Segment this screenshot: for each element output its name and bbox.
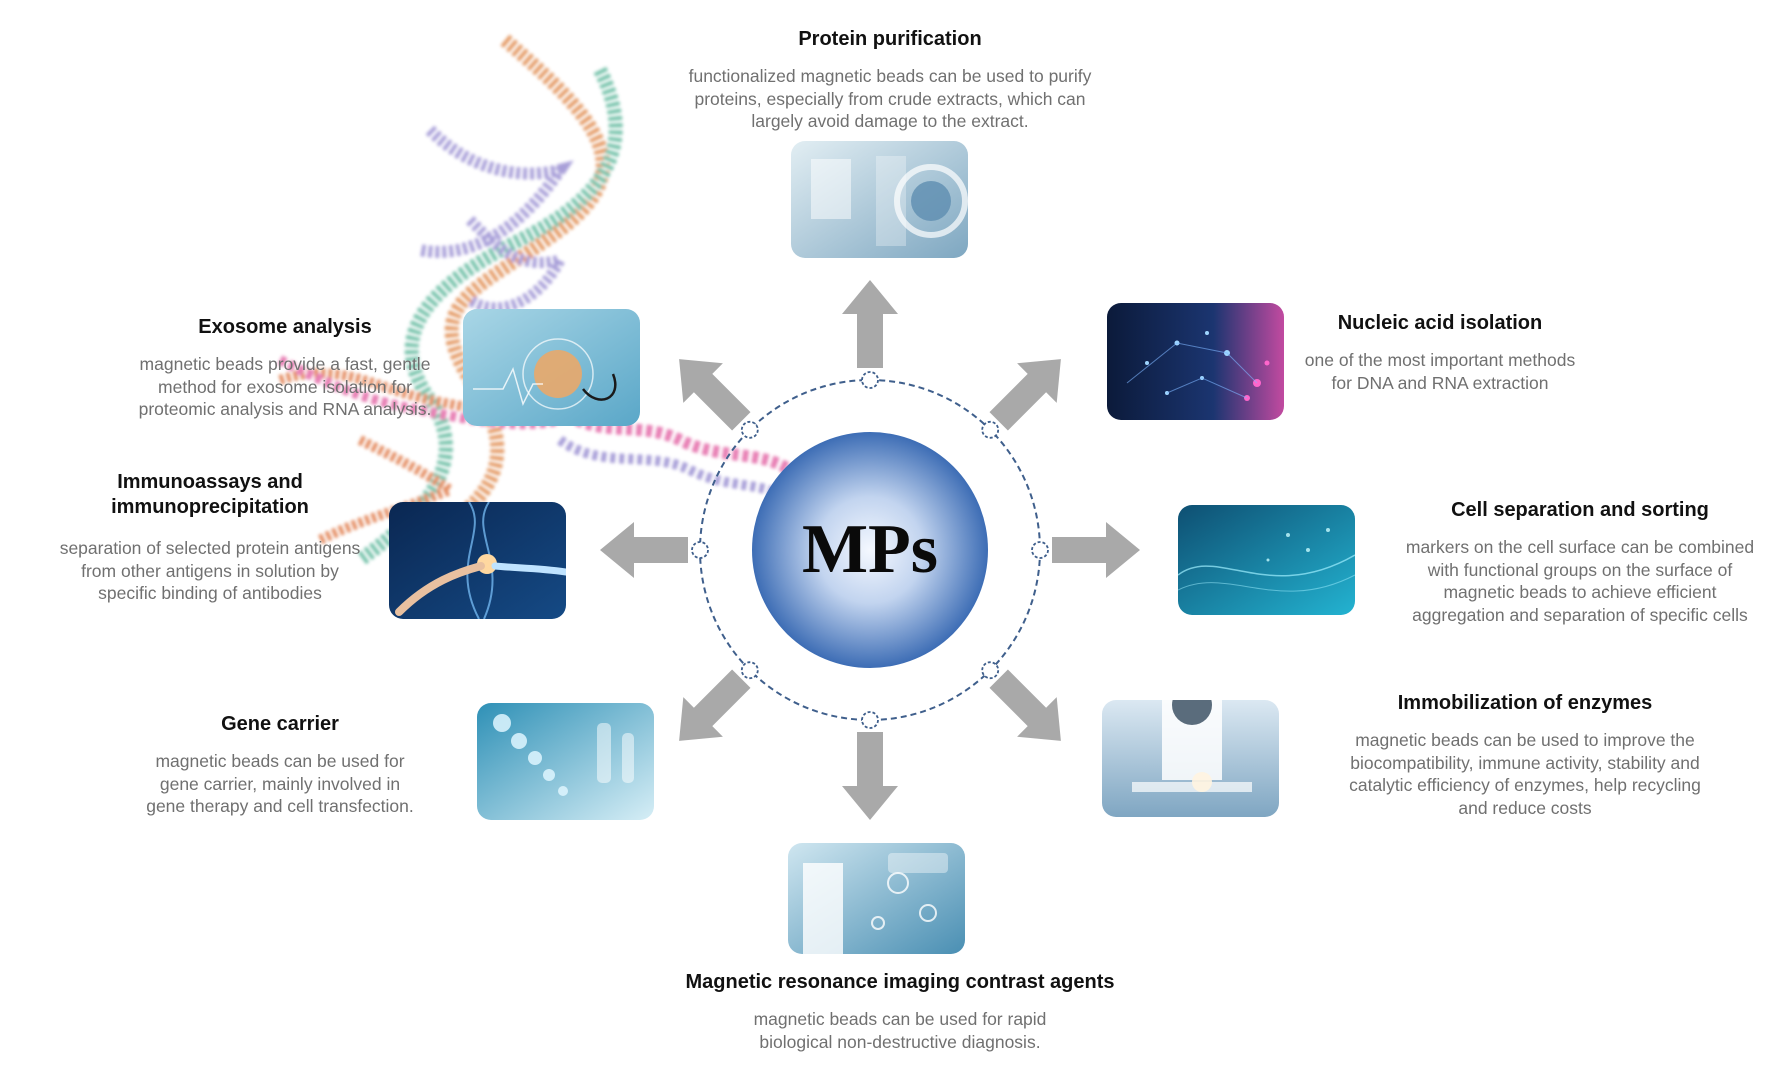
cell-separation-image <box>1178 505 1355 615</box>
center-sphere <box>752 432 988 668</box>
nucleic-acid-isolation-label: Nucleic acid isolation one of the most i… <box>1280 311 1600 394</box>
immunoassays-image <box>389 502 566 619</box>
cell-separation-description: markers on the cell surface can be combi… <box>1380 536 1780 626</box>
desc-line: proteins, especially from crude extracts… <box>694 88 1086 109</box>
desc-line: functionalized magnetic beads can be use… <box>688 66 1092 86</box>
desc-line: magnetic beads to achieve efficient <box>1443 582 1717 602</box>
desc-line: magnetic beads can be used for <box>155 751 405 771</box>
desc-line: catalytic efficiency of enzymes, help re… <box>1349 775 1701 795</box>
desc-line: specific binding of antibodies <box>98 583 322 603</box>
protein-purification-title: Protein purification <box>798 28 982 50</box>
arrow-to-protein-purification <box>842 280 898 368</box>
desc-line: gene carrier, mainly involved in <box>159 773 401 794</box>
gene-carrier-title: Gene carrier <box>221 713 339 735</box>
connector-dot-gene-carrier <box>740 661 759 680</box>
nucleic-acid-isolation-description: one of the most important methods for DN… <box>1280 349 1600 394</box>
center-label: MPs <box>801 511 939 588</box>
immunoassays-description: separation of selected protein antigens … <box>20 537 400 605</box>
immobilization-of-enzymes-image <box>1102 700 1279 817</box>
arrow-to-immunoassays <box>600 522 688 578</box>
desc-line: largely avoid damage to the extract. <box>751 111 1029 131</box>
arrow-group <box>600 280 1140 820</box>
immobilization-of-enzymes-title: Immobilization of enzymes <box>1397 692 1653 714</box>
arrow-to-nucleic-acid-isolation <box>989 359 1061 431</box>
exosome-analysis-title: Exosome analysis <box>198 316 372 338</box>
gene-carrier-label: Gene carrier magnetic beads can be used … <box>130 712 430 818</box>
cell-separation-title: Cell separation and sorting <box>1451 499 1709 521</box>
desc-line: proteomic analysis and RNA analysis. <box>138 399 432 419</box>
desc-line: biological non-destructive diagnosis. <box>759 1031 1041 1052</box>
protein-purification-description: functionalized magnetic beads can be use… <box>630 65 1150 133</box>
mri-contrast-agents-image <box>788 843 965 954</box>
desc-line: for DNA and RNA extraction <box>1331 372 1549 393</box>
connector-dot-protein-purification <box>861 371 879 389</box>
mri-contrast-agents-title: Magnetic resonance imaging contrast agen… <box>685 971 1115 993</box>
protein-purification-label: Protein purification functionalized magn… <box>630 27 1150 133</box>
connector-dot-immobilization-of-enzymes <box>981 661 1000 680</box>
nucleic-acid-isolation-title: Nucleic acid isolation <box>1337 312 1543 334</box>
exosome-analysis-label: Exosome analysis magnetic beads provide … <box>105 315 465 421</box>
desc-line: magnetic beads provide a fast, gentle <box>139 354 431 374</box>
protein-purification-image <box>791 141 968 258</box>
connector-group <box>691 371 1049 729</box>
desc-line: method for exosome isolation for <box>158 376 412 397</box>
dna-helix-strands <box>277 34 794 566</box>
immobilization-of-enzymes-label: Immobilization of enzymes magnetic beads… <box>1325 691 1725 819</box>
immunoassays-label: Immunoassays and immunoprecipitation <box>60 470 360 533</box>
desc-line: one of the most important methods <box>1304 350 1576 370</box>
exosome-analysis-description: magnetic beads provide a fast, gentle me… <box>105 353 465 421</box>
connector-dot-mri-contrast-agents <box>861 711 879 729</box>
immobilization-of-enzymes-description: magnetic beads can be used to improve th… <box>1325 729 1725 819</box>
connector-dot-nucleic-acid-isolation <box>981 420 1000 439</box>
desc-line: and reduce costs <box>1458 797 1592 818</box>
desc-line: gene therapy and cell transfection. <box>146 796 414 816</box>
exosome-analysis-image <box>463 309 640 426</box>
immunoassays-title: Immunoassays and immunoprecipitation <box>60 470 360 520</box>
arrow-to-exosome-analysis <box>679 359 751 431</box>
desc-line: from other antigens in solution by <box>81 560 339 581</box>
arrow-to-gene-carrier <box>679 669 751 741</box>
arrow-to-cell-separation <box>1052 522 1140 578</box>
desc-line: magnetic beads can be used to improve th… <box>1355 730 1695 750</box>
title-line: Immunoassays and <box>117 471 303 493</box>
immunoassays-description-block: separation of selected protein antigens … <box>20 537 400 605</box>
cell-separation-label: Cell separation and sorting markers on t… <box>1380 498 1780 626</box>
desc-line: markers on the cell surface can be combi… <box>1405 537 1755 557</box>
mri-contrast-agents-label: Magnetic resonance imaging contrast agen… <box>620 970 1180 1053</box>
arrow-to-mri-contrast-agents <box>842 732 898 820</box>
connector-dot-exosome-analysis <box>740 420 759 439</box>
desc-line: separation of selected protein antigens <box>59 538 361 558</box>
desc-line: aggregation and separation of specific c… <box>1412 604 1748 625</box>
desc-line: biocompatibility, immune activity, stabi… <box>1350 752 1700 773</box>
connector-dot-immunoassays <box>691 541 709 559</box>
desc-line: with functional groups on the surface of <box>1427 559 1733 580</box>
gene-carrier-description: magnetic beads can be used for gene carr… <box>130 750 430 818</box>
gene-carrier-image <box>477 703 654 820</box>
title-line: immunoprecipitation <box>111 496 309 518</box>
arrow-to-immobilization-of-enzymes <box>989 669 1061 741</box>
mri-contrast-agents-description: magnetic beads can be used for rapid bio… <box>620 1008 1180 1053</box>
nucleic-acid-isolation-image <box>1107 303 1284 420</box>
connector-dot-cell-separation <box>1031 541 1049 559</box>
desc-line: magnetic beads can be used for rapid <box>753 1009 1047 1029</box>
